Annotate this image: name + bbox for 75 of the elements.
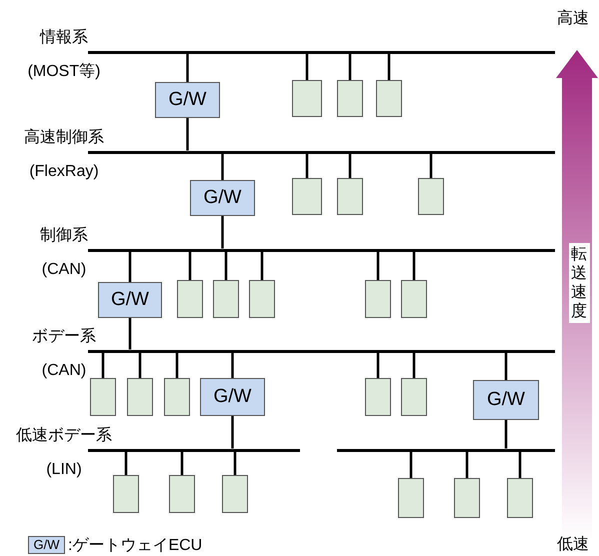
ecu-box <box>113 475 139 513</box>
connector-line <box>504 352 508 380</box>
connector-line <box>221 154 224 180</box>
bus-label: (CAN) <box>40 260 88 278</box>
connector-line <box>504 420 508 448</box>
connector-line <box>138 352 142 378</box>
speed-label: 高速 <box>557 10 589 28</box>
ecu-box <box>90 378 116 416</box>
connector-line <box>348 54 352 80</box>
ecu-box <box>213 280 239 318</box>
connector-line <box>124 452 128 475</box>
connector-line <box>231 352 234 378</box>
gateway-box: G/W <box>98 282 162 318</box>
bus-label: 制御系 <box>39 226 89 244</box>
ecu-box <box>292 80 322 117</box>
connector-line <box>518 452 522 478</box>
ecu-box <box>401 280 427 318</box>
bus-label: (MOST等) <box>26 62 102 80</box>
bus-label: (LIN) <box>45 460 83 478</box>
connector-line <box>234 452 236 475</box>
speed-label: 低速 <box>557 536 589 554</box>
ecu-box <box>365 280 391 318</box>
connector-line <box>221 216 224 248</box>
connector-line <box>376 252 380 280</box>
ecu-box <box>337 80 363 117</box>
legend-swatch: G/W <box>28 536 65 554</box>
connector-line <box>128 252 132 282</box>
connector-line <box>306 154 308 178</box>
connector-line <box>176 352 178 378</box>
connector-line <box>180 452 184 475</box>
ecu-box <box>337 178 363 215</box>
ecu-box <box>398 478 424 518</box>
connector-line <box>348 154 352 178</box>
bus-label: (FlexRay) <box>28 162 100 180</box>
connector-line <box>388 54 390 80</box>
ecu-box <box>177 280 203 318</box>
connector-line <box>188 252 192 280</box>
connector-line <box>466 452 468 478</box>
ecu-box <box>127 378 153 416</box>
connector-line <box>186 54 189 82</box>
gateway-box: G/W <box>473 380 539 420</box>
connector-line <box>260 252 264 280</box>
legend-text: :ゲートウェイECU <box>68 537 202 555</box>
connector-line <box>224 252 228 280</box>
ecu-box <box>401 378 427 416</box>
bus-line <box>337 448 555 452</box>
bus-label: 情報系 <box>38 28 89 46</box>
ecu-box <box>365 378 391 416</box>
ecu-box <box>222 475 248 513</box>
bus-label: 高速制御系 <box>23 128 105 146</box>
connector-line <box>412 252 416 280</box>
ecu-box <box>376 80 402 117</box>
connector-line <box>412 352 416 378</box>
connector-line <box>231 416 234 448</box>
bus-label: 低速ボデー系 <box>15 426 113 444</box>
gateway-box: G/W <box>200 378 265 416</box>
ecu-box <box>249 280 275 318</box>
ecu-box <box>169 475 195 513</box>
connector-line <box>430 154 432 178</box>
gateway-box: G/W <box>155 82 220 118</box>
bus-label: (CAN) <box>40 362 88 380</box>
connector-line <box>186 118 189 150</box>
ecu-box <box>418 178 444 215</box>
ecu-box <box>507 478 533 518</box>
gateway-box: G/W <box>190 180 255 216</box>
ecu-box <box>292 178 322 215</box>
connector-line <box>102 352 104 378</box>
ecu-box <box>164 378 190 416</box>
connector-line <box>128 318 132 350</box>
connector-line <box>306 54 308 80</box>
bus-label: ボデー系 <box>31 328 97 346</box>
ecu-box <box>454 478 480 518</box>
axis-label: 転送速度 <box>569 243 590 323</box>
connector-line <box>376 352 380 378</box>
connector-line <box>410 452 412 478</box>
